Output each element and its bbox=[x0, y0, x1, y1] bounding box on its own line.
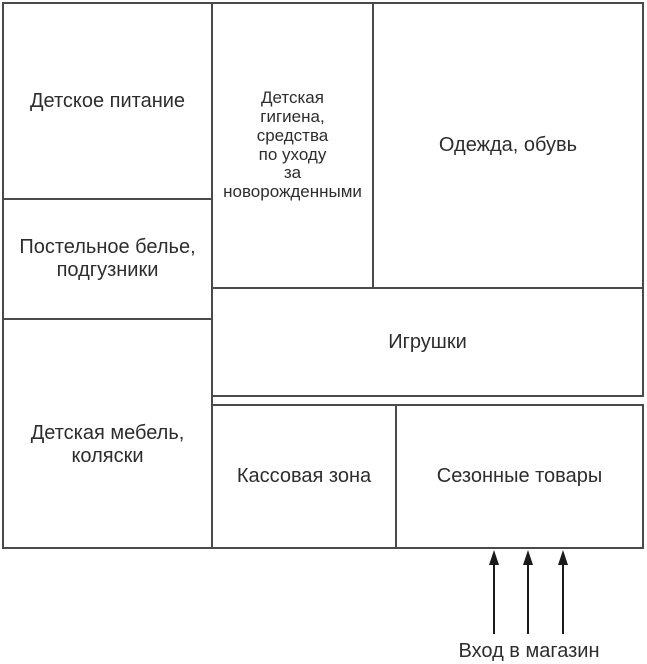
up-arrow-head-icon bbox=[558, 550, 568, 565]
zone-furniture-strollers: Детская мебель, коляски bbox=[2, 318, 213, 549]
zone-checkout-label: Кассовая зона bbox=[236, 465, 372, 487]
zone-bedding-diapers-label: Постельное белье, подгузники bbox=[19, 236, 196, 281]
zone-hygiene-newborn-care-label: Детская гигиена, средства по уходу за но… bbox=[223, 88, 362, 201]
zone-clothes-shoes: Одежда, обувь bbox=[372, 2, 644, 289]
entrance-up-arrow-icon bbox=[523, 550, 533, 634]
zone-baby-food: Детское питание bbox=[2, 2, 213, 200]
entrance-label: Вход в магазин bbox=[458, 640, 600, 662]
zone-furniture-strollers-label: Детская мебель, коляски bbox=[30, 421, 185, 467]
zone-seasonal-goods: Сезонные товары bbox=[395, 404, 644, 549]
zone-seasonal-goods-label: Сезонные товары bbox=[436, 465, 603, 487]
up-arrow-shaft bbox=[562, 564, 564, 634]
up-arrow-head-icon bbox=[489, 550, 499, 565]
entrance-up-arrow-icon bbox=[489, 550, 499, 634]
zone-clothes-shoes-label: Одежда, обувь bbox=[438, 134, 578, 156]
zone-bedding-diapers: Постельное белье, подгузники bbox=[2, 198, 213, 320]
zone-toys: Игрушки bbox=[211, 287, 644, 397]
zone-toys-label: Игрушки bbox=[388, 330, 467, 353]
floor-plan: Детское питание Постельное белье, подгуз… bbox=[2, 2, 644, 549]
up-arrow-shaft bbox=[493, 564, 495, 634]
up-arrow-shaft bbox=[527, 564, 529, 634]
zone-checkout: Кассовая зона bbox=[211, 404, 397, 549]
zone-baby-food-label: Детское питание bbox=[29, 89, 186, 112]
up-arrow-head-icon bbox=[523, 550, 533, 565]
entrance-up-arrow-icon bbox=[558, 550, 568, 634]
zone-hygiene-newborn-care: Детская гигиена, средства по уходу за но… bbox=[211, 2, 374, 289]
